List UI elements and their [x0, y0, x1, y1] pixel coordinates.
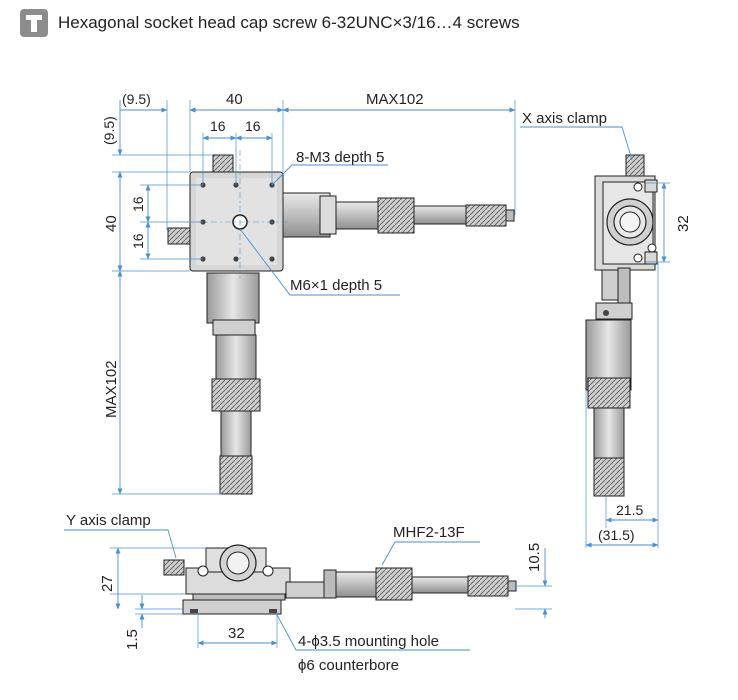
dim-right-height: 32	[675, 215, 692, 232]
dim-front-base: 1.5	[124, 629, 141, 650]
callout-y-axis-clamp: Y axis clamp	[66, 512, 151, 529]
callout-tapped-holes: 8-M3 depth 5	[296, 149, 384, 166]
dim-front-micro-height: 10.5	[526, 543, 543, 572]
callout-center-hole: M6×1 depth 5	[290, 277, 382, 294]
top-view	[167, 150, 515, 495]
callout-x-axis-clamp: X axis clamp	[522, 110, 607, 127]
dim-front-height: 27	[99, 575, 116, 592]
dim-top-offset: (9.5)	[101, 116, 117, 145]
callout-mounting-hole: 4-ϕ3.5 mounting hole	[298, 633, 439, 650]
top-clamp-knob	[212, 154, 234, 173]
dim-hole-pitch-a: 16	[210, 118, 226, 134]
dim-hole-pitch-b: 16	[245, 118, 261, 134]
dim-micrometer-max-y: MAX102	[103, 360, 120, 418]
front-view-dimensions	[64, 529, 552, 651]
header: Hexagonal socket head cap screw 6-32UNC×…	[20, 8, 520, 38]
callout-micrometer-model: MHF2-13F	[393, 524, 465, 541]
dim-front-width: 32	[228, 625, 245, 642]
y-clamp-knob	[167, 227, 191, 245]
page-title: Hexagonal socket head cap screw 6-32UNC×…	[58, 13, 520, 32]
dim-micrometer-max-x: MAX102	[366, 91, 424, 108]
dim-vpitch-a: 16	[130, 196, 146, 212]
top-view-dimensions	[112, 100, 516, 495]
dim-right-depth: 21.5	[616, 502, 643, 518]
front-view	[163, 544, 517, 615]
screw-icon	[20, 9, 48, 37]
dim-height: 40	[103, 215, 120, 232]
side-view	[585, 154, 658, 497]
x-micrometer	[281, 192, 515, 238]
dim-vpitch-b: 16	[130, 233, 146, 249]
dim-right-total: (31.5)	[598, 527, 635, 543]
callout-counterbore: ϕ6 counterbore	[298, 657, 399, 674]
y-micrometer	[206, 272, 261, 495]
dim-top-width: 40	[226, 91, 243, 108]
side-view-dimensions	[520, 126, 670, 548]
dim-left-offset: (9.5)	[122, 91, 151, 107]
